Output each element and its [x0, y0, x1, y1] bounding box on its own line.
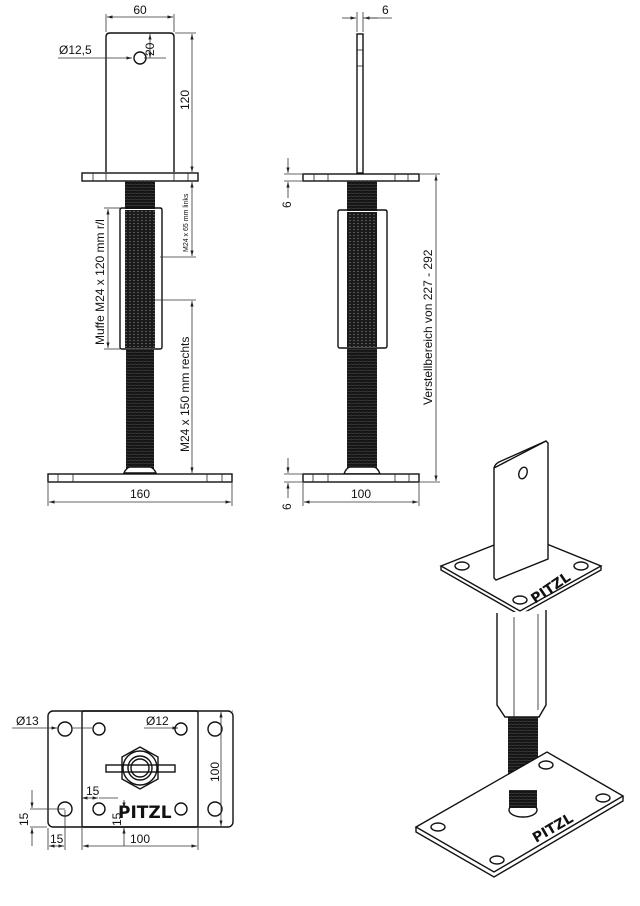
iso-tab — [493, 440, 549, 581]
label-left-thread: M24 x 65 mm links — [183, 193, 190, 252]
dim-plan-height: 100 — [208, 762, 222, 782]
dim-inner-width: 100 — [130, 832, 150, 846]
label-sleeve: Muffe M24 x 120 mm r/l — [93, 219, 107, 345]
dim-inner-offset-x: 15 — [86, 784, 100, 798]
upper-thread — [125, 181, 155, 209]
dim-tab-thickness: 6 — [382, 3, 389, 17]
plan-head-plate — [81, 710, 199, 828]
top-tab-plate — [105, 32, 175, 172]
head-plate — [81, 172, 199, 182]
dim-head-plate-thickness: 6 — [280, 201, 294, 208]
dim-outer-hole: Ø13 — [16, 714, 39, 728]
coupling-sleeve — [119, 207, 163, 350]
dim-side-base-width: 100 — [351, 487, 371, 501]
side-coupling-sleeve — [337, 209, 388, 349]
label-adjust-range: Verstellbereich von 227 - 292 — [421, 249, 435, 405]
dim-base-width: 160 — [130, 487, 150, 501]
tab-edge — [356, 33, 364, 174]
label-right-thread: M24 x 150 mm rechts — [178, 337, 192, 452]
plan-view: PITZL Ø13 Ø12 100 15 15 15 15 100 — [12, 710, 234, 850]
side-view: 6 6 Verstellbereich von 227 - 292 6 — [280, 3, 440, 510]
dim-hole-offset: 20 — [143, 42, 157, 56]
dim-inner-hole: Ø12 — [146, 714, 169, 728]
dim-inner-offset-y: 15 — [110, 812, 124, 826]
iso-view: PITZL PITZL — [414, 440, 625, 878]
dim-hole-diameter: Ø12,5 — [59, 43, 92, 57]
lower-thread — [126, 349, 154, 471]
side-base-plate — [302, 473, 420, 483]
front-view: 60 Ø12,5 20 120 Muffe M24 x 120 mm r/l M… — [47, 3, 233, 506]
side-head-plate — [302, 173, 420, 182]
dim-edge-left: 15 — [50, 832, 64, 846]
iso-base-plate — [414, 751, 625, 873]
dim-tab-height: 120 — [178, 90, 192, 110]
base-plate — [47, 473, 233, 483]
dim-base-plate-thickness: 6 — [280, 503, 294, 510]
dim-top-width: 60 — [133, 3, 147, 17]
dim-edge-bottom: 15 — [17, 812, 31, 826]
hex-nut — [121, 746, 159, 790]
iso-sleeve — [496, 610, 547, 718]
plan-brand: PITZL — [118, 803, 172, 823]
